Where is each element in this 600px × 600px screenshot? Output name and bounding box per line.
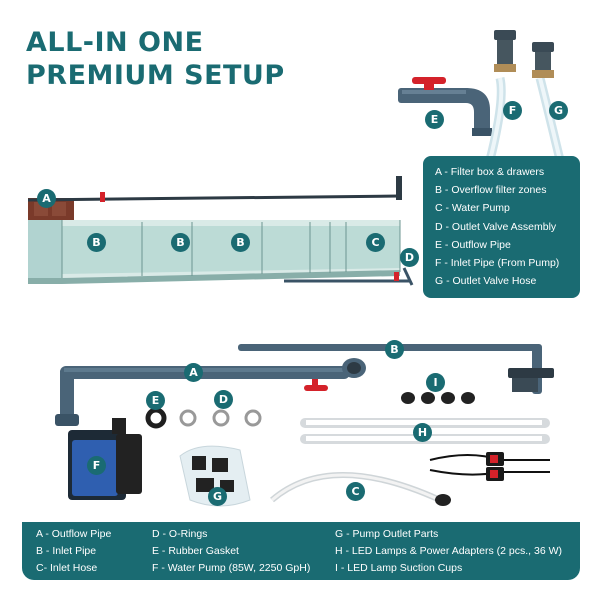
aquarium-image	[27, 176, 414, 286]
legend-top-item: F - Inlet Pipe (From Pump)	[435, 256, 560, 269]
badge-b-top-2: B	[171, 233, 190, 252]
legend-bottom-item: E - Rubber Gasket	[152, 545, 239, 557]
badge-c-top: C	[366, 233, 385, 252]
badge-c-bottom: C	[346, 482, 365, 501]
legend-top-item: B - Overflow filter zones	[435, 184, 547, 197]
badge-d-top: D	[400, 248, 419, 267]
legend-top-item: C - Water Pump	[435, 202, 510, 215]
badge-b-top-1: B	[87, 233, 106, 252]
legend-bottom-item: G - Pump Outlet Parts	[335, 528, 439, 540]
pump-outlet-parts-image	[179, 445, 251, 507]
outflow-pipe-image	[55, 358, 366, 426]
badge-g-top: G	[549, 101, 568, 120]
legend-bottom-item: A - Outflow Pipe	[36, 528, 112, 540]
badge-a-bottom: A	[184, 363, 203, 382]
badge-b-bottom: B	[385, 340, 404, 359]
outlet-valve-assembly-image	[398, 77, 492, 136]
page-title: ALL-IN ONE PREMIUM SETUP	[26, 26, 285, 92]
water-pump-image	[68, 418, 142, 500]
legend-top-item: E - Outflow Pipe	[435, 238, 511, 251]
legend-top-item: G - Outlet Valve Hose	[435, 275, 537, 288]
legend-bottom-item: F - Water Pump (85W, 2250 GpH)	[152, 562, 311, 574]
legend-bottom-item: I - LED Lamp Suction Cups	[335, 562, 463, 574]
legend-bottom: A - Outflow Pipe B - Inlet Pipe C- Inlet…	[22, 522, 580, 580]
badge-f-top: F	[503, 101, 522, 120]
legend-top-item: A - Filter box & drawers	[435, 166, 545, 178]
legend-bottom-item: C- Inlet Hose	[36, 562, 98, 574]
badge-e-bottom: E	[146, 391, 165, 410]
badge-h-bottom: H	[413, 423, 432, 442]
badge-e-top: E	[425, 110, 444, 129]
badge-i-bottom: I	[426, 373, 445, 392]
inlet-hose-coil-image	[270, 472, 451, 506]
badge-a-top: A	[37, 189, 56, 208]
legend-top-item: D - Outlet Valve Assembly	[435, 220, 557, 233]
legend-bottom-item: D - O-Rings	[152, 528, 208, 540]
legend-bottom-item: H - LED Lamps & Power Adapters (2 pcs., …	[335, 545, 563, 557]
inlet-hose-image	[485, 30, 565, 162]
badge-d-bottom: D	[214, 390, 233, 409]
badge-f-bottom: F	[87, 456, 106, 475]
legend-top: A - Filter box & drawers B - Overflow fi…	[423, 156, 580, 298]
legend-bottom-item: B - Inlet Pipe	[36, 545, 97, 557]
badge-b-top-3: B	[231, 233, 250, 252]
o-ring-gasket-image	[145, 407, 262, 429]
title-line-1: ALL-IN ONE	[26, 27, 204, 58]
title-line-2: PREMIUM SETUP	[26, 60, 285, 91]
badge-g-bottom: G	[208, 487, 227, 506]
suction-cups-image	[401, 392, 475, 404]
